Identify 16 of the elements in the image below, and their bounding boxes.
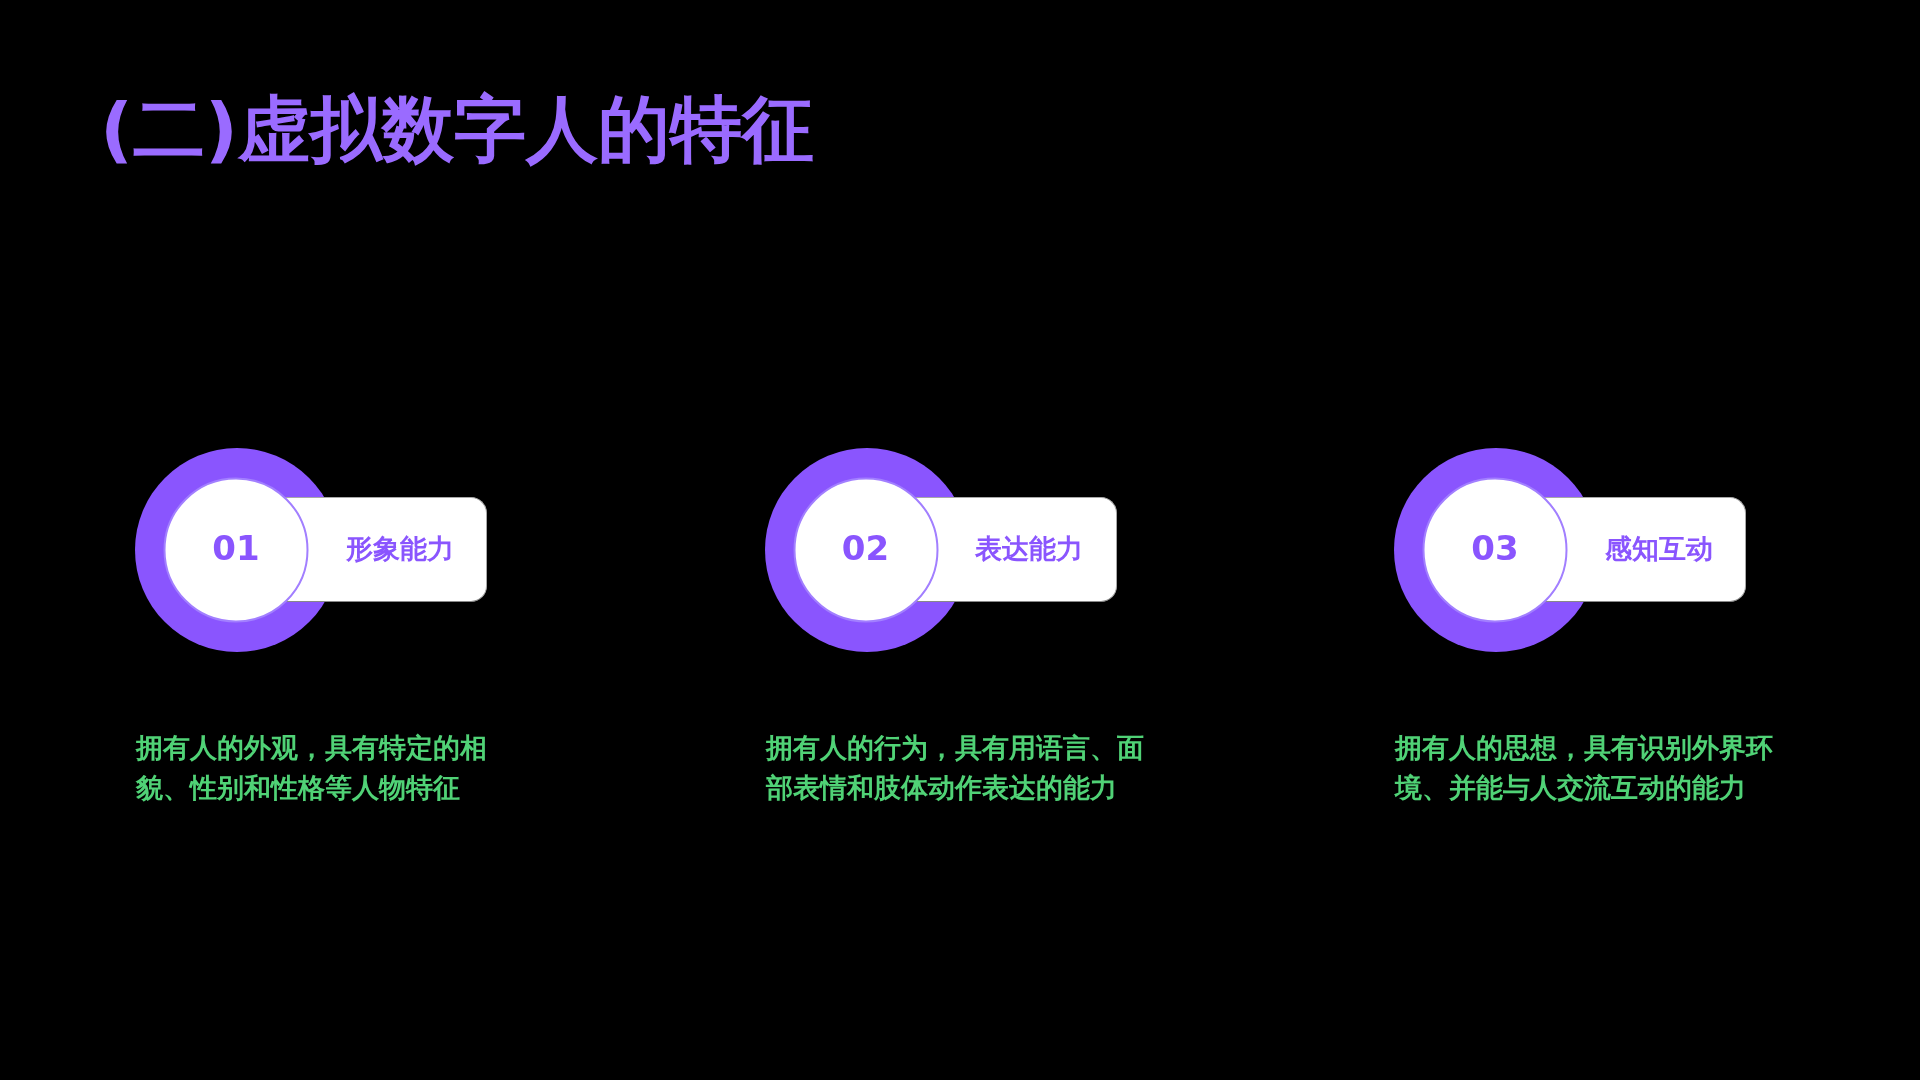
slide-title: (二)虚拟数字人的特征: [100, 88, 814, 171]
number-ring: [135, 448, 339, 652]
feature-card: [339, 497, 487, 602]
feature-card: [1598, 497, 1746, 602]
step-number: 03: [1471, 531, 1519, 565]
feature-title: 感知互动: [1604, 533, 1713, 566]
step-number: 01: [212, 531, 260, 565]
number-ring: [1394, 448, 1598, 652]
feature-description: 拥有人的思想，具有识别外界环境、并能与人交流互动的能力: [1395, 731, 1774, 805]
feature-description: 拥有人的外观，具有特定的相貌、性别和性格等人物特征: [136, 731, 488, 805]
step-number: 02: [841, 531, 890, 565]
feature-title: 表达能力: [975, 533, 1083, 566]
feature-title: 形象能力: [345, 533, 454, 566]
feature-description: 拥有人的行为，具有用语言、面部表情和肢体动作表达的能力: [765, 731, 1145, 805]
feature-card: [968, 497, 1117, 602]
number-ring: [764, 448, 969, 652]
